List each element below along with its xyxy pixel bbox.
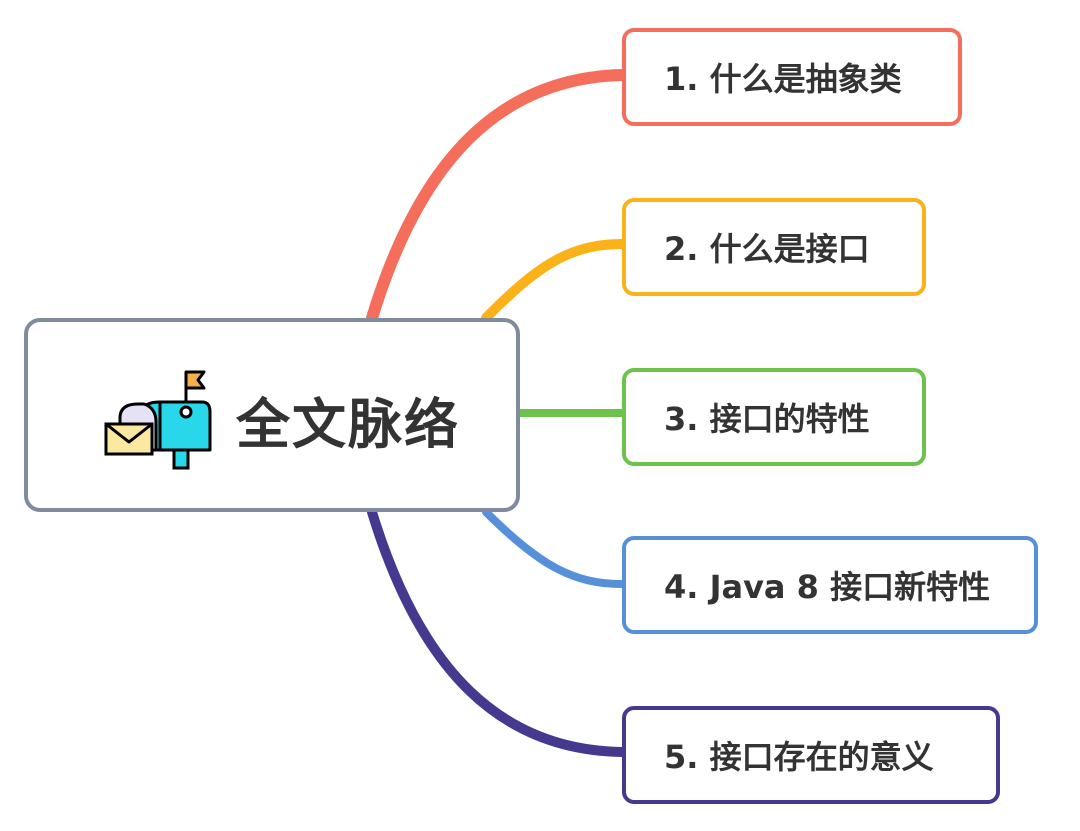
topic-1-label: 1. 什么是抽象类 (664, 60, 902, 98)
branch-2 (481, 239, 627, 323)
central-title: 全文脉络 (236, 393, 460, 456)
topic-5-label: 5. 接口存在的意义 (664, 738, 934, 776)
branch-1 (366, 69, 628, 324)
branch-5 (367, 507, 627, 757)
topic-4-label: 4. Java 8 接口新特性 (664, 568, 991, 606)
topic-5[interactable]: 5. 接口存在的意义 (622, 706, 1000, 804)
topic-4[interactable]: 4. Java 8 接口新特性 (622, 536, 1038, 634)
topic-2[interactable]: 2. 什么是接口 (622, 198, 926, 296)
topic-2-label: 2. 什么是接口 (664, 230, 870, 268)
topic-1[interactable]: 1. 什么是抽象类 (622, 28, 962, 126)
topic-3-label: 3. 接口的特性 (664, 400, 870, 438)
central-topic[interactable]: 全文脉络 (24, 318, 520, 512)
mailbox-icon (104, 370, 212, 470)
topic-3[interactable]: 3. 接口的特性 (622, 368, 926, 466)
branch-4 (482, 508, 626, 588)
